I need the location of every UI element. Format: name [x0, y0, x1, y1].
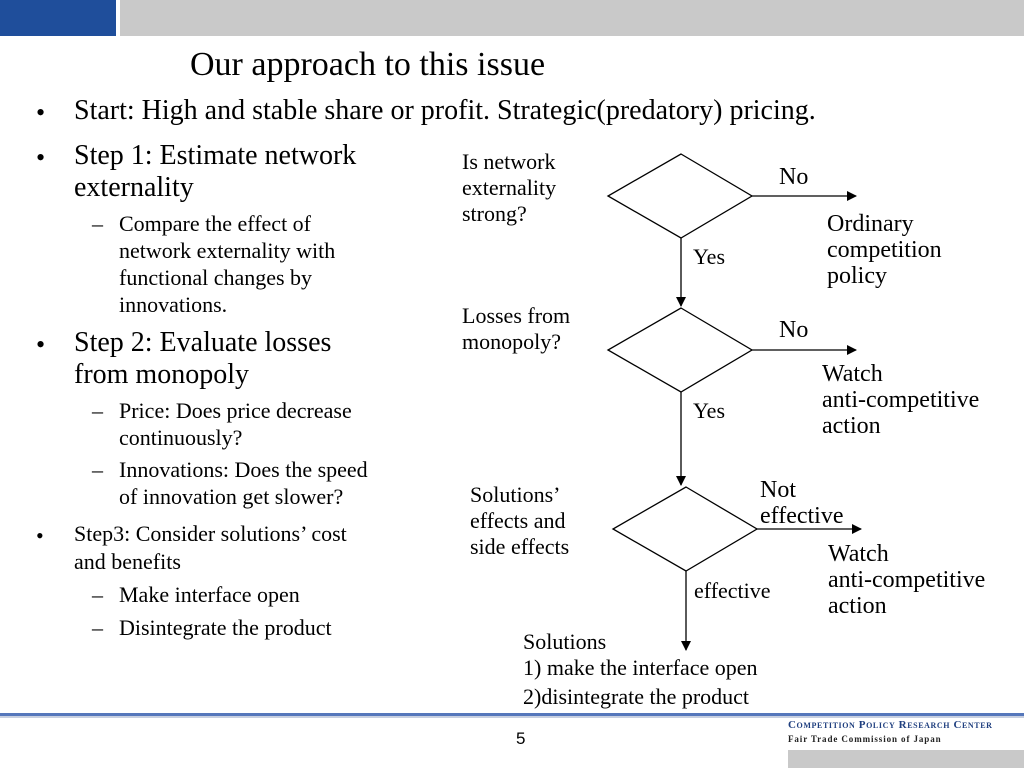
header-accent-bar [0, 0, 116, 36]
result-3: Watch [828, 541, 889, 567]
q2-label: Losses from [462, 303, 571, 328]
result-1: Ordinary [827, 211, 914, 237]
result-1-cont: policy [827, 263, 887, 289]
q1-label-cont: externality [462, 175, 557, 200]
q1-label-cont: strong? [462, 201, 527, 226]
footer-bar [788, 750, 1024, 768]
sub-bullet-step1-cont: functional changes by [119, 265, 313, 290]
page-number: 5 [516, 729, 526, 748]
q1-label: Is network [462, 149, 556, 174]
slide-title: Our approach to this issue [190, 46, 546, 83]
q2-yes-label: Yes [693, 398, 726, 423]
result-2-cont: anti-competitive [822, 387, 980, 413]
solutions-title: Solutions [523, 629, 607, 654]
bullet-marker: • [36, 523, 44, 548]
result-1-cont: competition [827, 237, 942, 263]
sub-bullet-step1-cont: network externality with [119, 238, 336, 263]
dash-marker: – [92, 582, 103, 607]
sub-bullet-price-cont: continuously? [119, 425, 243, 450]
decision-diamond-1 [606, 153, 754, 239]
bullet-start: Start: High and stable share or profit. … [74, 95, 816, 126]
sub-bullet-innovation: Innovations: Does the speed [119, 457, 368, 482]
footer-divider [0, 713, 1024, 716]
bullet-step3-cont: and benefits [74, 549, 181, 574]
decision-diamond-2 [606, 307, 754, 393]
q3-label-cont: effects and [470, 508, 566, 533]
q1-yes-label: Yes [693, 244, 726, 269]
dash-marker: – [92, 457, 103, 482]
bullet-step1: Step 1: Estimate network [74, 140, 357, 171]
result-2-cont: action [822, 413, 881, 439]
sub-bullet-innovation-cont: of innovation get slower? [119, 484, 344, 509]
dash-marker: – [92, 211, 103, 236]
bullet-step3: Step3: Consider solutions’ cost [74, 521, 347, 546]
org-logo-subtitle: Fair Trade Commission of Japan [788, 734, 942, 744]
bullet-marker: • [36, 98, 46, 127]
q3-label-cont: side effects [470, 534, 570, 559]
q3-not-effective-label-cont: effective [760, 503, 844, 529]
dash-marker: – [92, 398, 103, 423]
q3-effective-label: effective [694, 578, 771, 603]
bullet-step1-cont: externality [74, 172, 194, 203]
bullet-marker: • [36, 330, 46, 359]
result-3-cont: anti-competitive [828, 567, 986, 593]
q3-not-effective-label: Not [760, 477, 796, 503]
bullet-step2-cont: from monopoly [74, 359, 249, 390]
q2-no-label: No [779, 317, 809, 343]
bullet-step2: Step 2: Evaluate losses [74, 327, 332, 358]
sub-bullet-interface: Make interface open [119, 582, 300, 607]
org-logo-name: Competition Policy Research Center [788, 719, 993, 731]
solutions-item-1: 1) make the interface open [523, 655, 758, 680]
sub-bullet-disintegrate: Disintegrate the product [119, 615, 332, 640]
q3-label: Solutions’ [470, 482, 561, 507]
header-bar [120, 0, 1024, 36]
q2-label-cont: monopoly? [462, 329, 561, 354]
q1-no-label: No [779, 164, 809, 190]
sub-bullet-price: Price: Does price decrease [119, 398, 352, 423]
result-2: Watch [822, 361, 883, 387]
dash-marker: – [92, 615, 103, 640]
solutions-item-2: 2)disintegrate the product [523, 684, 750, 709]
bullet-marker: • [36, 143, 46, 172]
sub-bullet-step1: Compare the effect of [119, 211, 312, 236]
result-3-cont: action [828, 593, 887, 619]
footer-divider-shadow [0, 716, 1024, 718]
decision-diamond-3 [611, 486, 759, 572]
sub-bullet-step1-cont: innovations. [119, 292, 228, 317]
